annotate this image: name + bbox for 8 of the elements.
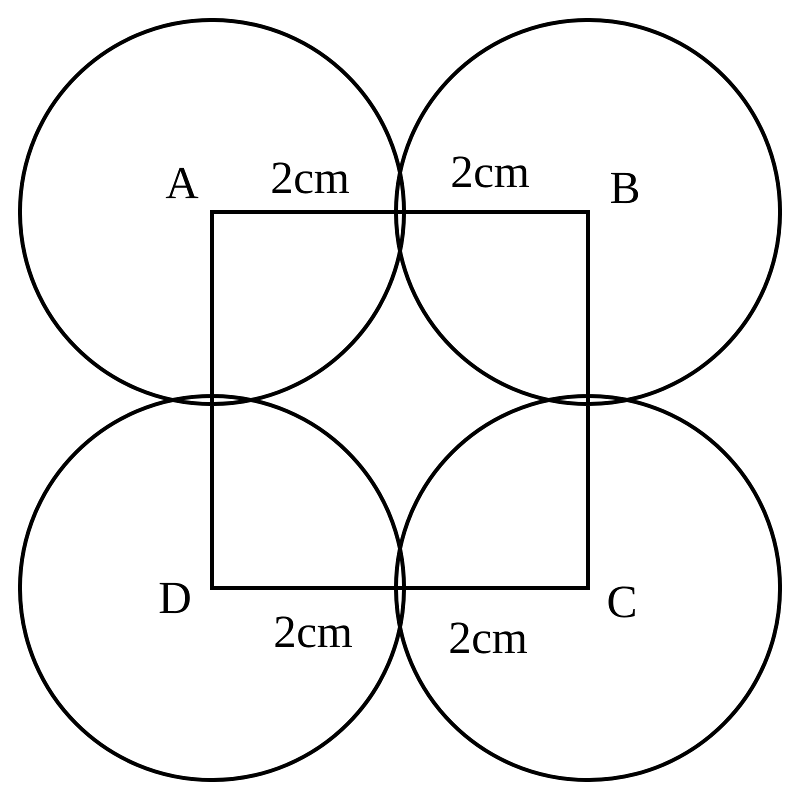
dimension-label: 2cm	[450, 622, 527, 654]
dimension-label: 2cm	[272, 162, 349, 194]
vertex-label: C	[608, 586, 635, 618]
vertex-label: B	[610, 172, 638, 204]
vertex-label: D	[160, 582, 190, 614]
vertex-label: A	[166, 168, 198, 198]
dimension-label: 2cm	[452, 156, 529, 188]
dimension-label: 2cm	[275, 616, 352, 648]
